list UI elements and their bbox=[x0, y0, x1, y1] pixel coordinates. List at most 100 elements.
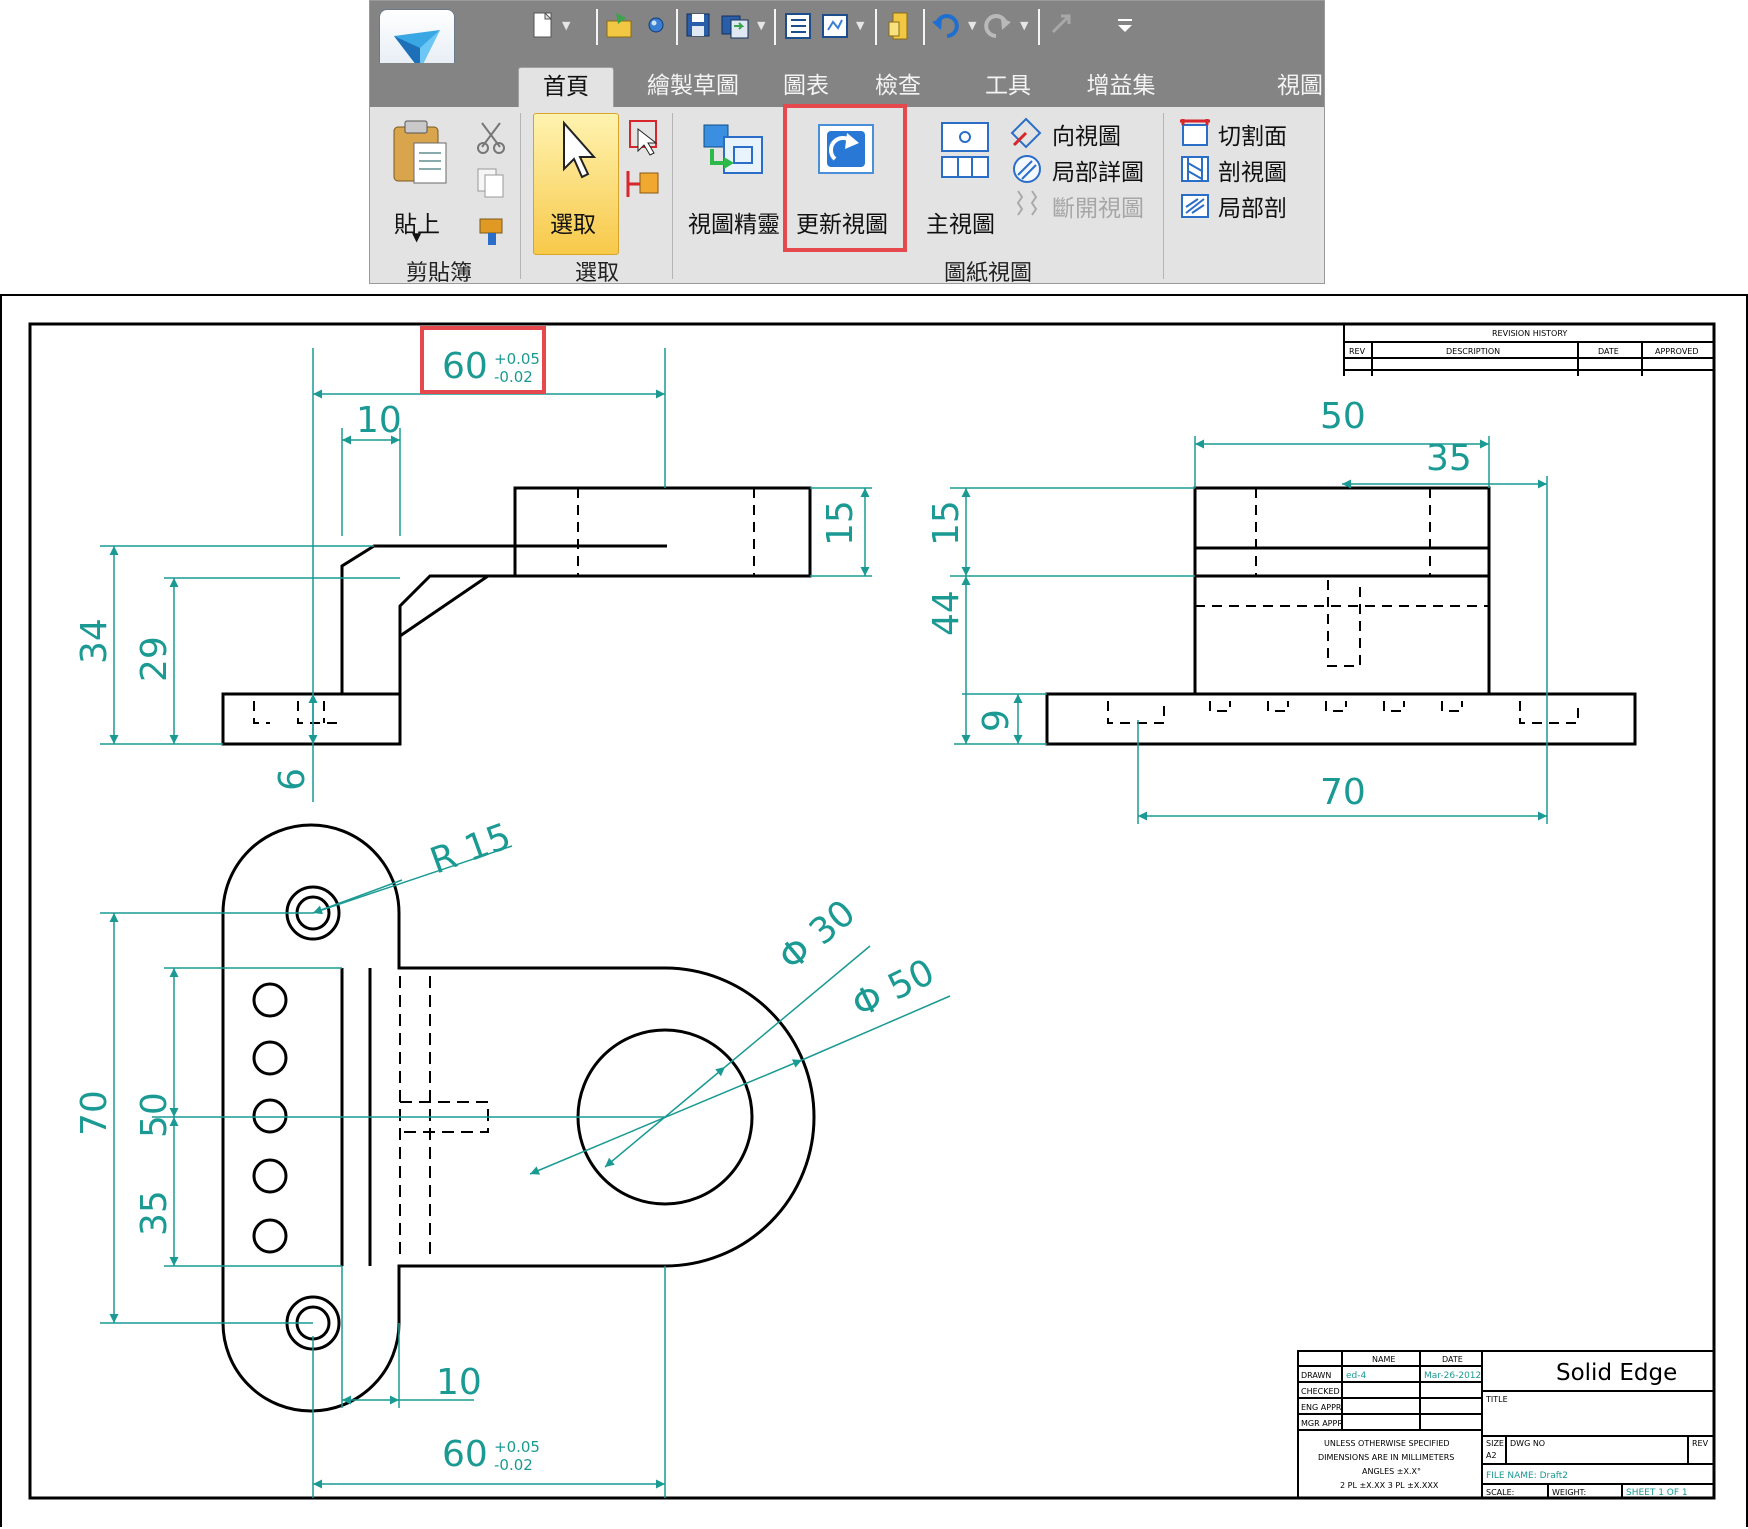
title-block-size-value: A2 bbox=[1486, 1451, 1497, 1460]
dim-top-dia-small: Φ 30 bbox=[771, 892, 863, 978]
ribbon-tabs bbox=[370, 63, 1324, 107]
repeat-icon[interactable] bbox=[1047, 10, 1077, 42]
select-tools-icon[interactable] bbox=[624, 117, 664, 157]
principal-view-icon[interactable] bbox=[938, 119, 992, 183]
drawing-sheet: 60 +0.05 -0.02 10 15 34 29 9 bbox=[0, 294, 1748, 1527]
new-dropdown-icon[interactable]: ▼ bbox=[562, 19, 571, 32]
qat-separator bbox=[923, 9, 925, 45]
tab-tools[interactable]: 工具 bbox=[985, 73, 1031, 99]
view-wizard-label[interactable]: 視圖精靈 bbox=[688, 212, 780, 238]
revision-col-rev: REV bbox=[1349, 347, 1366, 356]
title-block-name-col: NAME bbox=[1372, 1355, 1395, 1364]
dim-front-tol-lower: -0.02 bbox=[494, 368, 533, 386]
close-door-icon[interactable] bbox=[884, 10, 914, 42]
front-view-dimensions bbox=[100, 348, 872, 802]
format-painter-icon[interactable] bbox=[474, 213, 508, 249]
top-view-dimensions bbox=[100, 845, 951, 1498]
paste-dropdown-icon[interactable]: ▼ bbox=[412, 230, 422, 244]
tolerance-highlight bbox=[420, 326, 546, 394]
copy-icon[interactable] bbox=[474, 165, 508, 199]
dim-front-base-thk: 9 bbox=[269, 768, 310, 791]
tab-add-ins[interactable]: 增益集 bbox=[1086, 73, 1156, 99]
detail-view-label[interactable]: 局部詳圖 bbox=[1052, 160, 1144, 186]
cut-icon[interactable] bbox=[474, 119, 508, 155]
group-separator bbox=[520, 113, 521, 279]
title-block-title-label: TITLE bbox=[1485, 1395, 1508, 1404]
select-set-icon[interactable] bbox=[624, 167, 664, 203]
redo-icon[interactable] bbox=[982, 10, 1012, 42]
save-dropdown-icon[interactable]: ▼ bbox=[757, 19, 766, 32]
view-dropdown-icon[interactable]: ▼ bbox=[856, 19, 865, 32]
customize-qat-icon[interactable] bbox=[1110, 10, 1140, 42]
title-block-row-drawn: DRAWN bbox=[1301, 1371, 1331, 1380]
principal-view-label[interactable]: 主視圖 bbox=[926, 212, 995, 238]
clipboard-group-label: 剪貼簿 bbox=[406, 261, 473, 284]
dim-top-radius: R 15 bbox=[425, 816, 516, 883]
paste-icon[interactable] bbox=[388, 117, 454, 187]
new-file-icon[interactable] bbox=[527, 10, 557, 42]
group-separator bbox=[1163, 113, 1164, 279]
tab-sketching[interactable]: 繪製草圖 bbox=[647, 73, 739, 99]
title-block-row-eng-appr: ENG APPR bbox=[1301, 1403, 1342, 1412]
title-block-scale: SCALE: bbox=[1486, 1488, 1514, 1497]
select-button[interactable] bbox=[533, 113, 619, 255]
solid-edge-logo-icon bbox=[394, 30, 440, 70]
properties-icon[interactable] bbox=[783, 10, 813, 42]
title-block-sheet: SHEET 1 OF 1 bbox=[1626, 1488, 1688, 1498]
sheet-border bbox=[28, 322, 1716, 1500]
title-block-row-mgr-appr: MGR APPR bbox=[1301, 1419, 1343, 1428]
update-views-label[interactable]: 更新視圖 bbox=[796, 212, 888, 238]
drawing-canvas: 60 +0.05 -0.02 10 15 34 29 9 bbox=[28, 322, 1716, 1500]
broken-out-label[interactable]: 局部剖 bbox=[1218, 196, 1287, 222]
title-block-size-label: SIZE bbox=[1486, 1439, 1504, 1448]
qat-separator bbox=[676, 9, 678, 45]
broken-view-icon bbox=[1016, 190, 1038, 216]
title-block-file-name: FILE NAME: Draft2 bbox=[1486, 1471, 1568, 1481]
open-folder-icon[interactable] bbox=[604, 10, 634, 42]
cutting-plane-icon[interactable] bbox=[1178, 117, 1212, 149]
save-icon[interactable] bbox=[683, 10, 713, 42]
undo-dropdown-icon[interactable]: ▼ bbox=[968, 19, 977, 32]
title-block bbox=[1297, 1350, 1715, 1499]
dim-front-flange: 15 bbox=[820, 500, 861, 546]
find-icon[interactable] bbox=[640, 10, 670, 42]
select-button-label: 選取 bbox=[550, 212, 596, 238]
redo-dropdown-icon[interactable]: ▼ bbox=[1020, 19, 1029, 32]
auxiliary-view-label[interactable]: 向視圖 bbox=[1052, 124, 1121, 150]
title-block-drawn-date: Mar-26-2012 bbox=[1424, 1371, 1481, 1381]
dim-top-tol-lower: -0.02 bbox=[494, 1456, 533, 1474]
dim-front-wall: 10 bbox=[356, 400, 402, 441]
tab-home[interactable]: 首頁 bbox=[518, 67, 614, 107]
update-views-icon[interactable] bbox=[813, 119, 879, 181]
dim-front-height-total: 34 bbox=[74, 618, 115, 664]
view-wizard-icon[interactable] bbox=[700, 119, 766, 185]
title-block-drawn-name: ed-4 bbox=[1346, 1371, 1366, 1381]
title-block-brand: Solid Edge bbox=[1556, 1360, 1677, 1386]
paste-button-label[interactable]: 貼上 bbox=[394, 212, 440, 238]
ribbon: ▼ ▼ ▼ ▼ ▼ 首頁 繪製草圖 圖表 檢查 工具 增益集 視圖 貼上 ▼ 剪… bbox=[369, 0, 1325, 284]
cutting-plane-label[interactable]: 切割面 bbox=[1218, 124, 1287, 150]
broken-out-section-icon[interactable] bbox=[1178, 189, 1212, 221]
section-view-label[interactable]: 剖視圖 bbox=[1218, 160, 1287, 186]
dim-side-base-width: 70 bbox=[1320, 772, 1366, 813]
section-view-icon[interactable] bbox=[1178, 153, 1212, 185]
auxiliary-view-icon[interactable] bbox=[1010, 117, 1044, 149]
undo-icon[interactable] bbox=[931, 10, 961, 42]
dim-top-height-50: 50 bbox=[134, 1092, 175, 1138]
print-preview-icon[interactable] bbox=[820, 10, 850, 42]
detail-view-icon[interactable] bbox=[1010, 153, 1044, 185]
dim-top-dia-large: Φ 50 bbox=[846, 952, 941, 1026]
revision-col-approved: APPROVED bbox=[1655, 347, 1699, 356]
save-as-icon[interactable] bbox=[720, 10, 750, 42]
tab-diagramming[interactable]: 圖表 bbox=[783, 73, 829, 99]
title-block-dwg-label: DWG NO bbox=[1510, 1439, 1545, 1448]
title-block-note-4: 2 PL ±X.XX 3 PL ±X.XXX bbox=[1340, 1481, 1439, 1490]
tab-inspect[interactable]: 檢查 bbox=[875, 73, 921, 99]
group-separator bbox=[672, 113, 673, 279]
title-block-note-2: DIMENSIONS ARE IN MILLIMETERS bbox=[1318, 1453, 1454, 1462]
title-block-date-col: DATE bbox=[1442, 1355, 1463, 1364]
tab-view[interactable]: 視圖 bbox=[1277, 73, 1323, 99]
title-block-note-3: ANGLES ±X.X° bbox=[1362, 1467, 1421, 1476]
title-block-weight: WEIGHT: bbox=[1552, 1488, 1586, 1497]
dim-side-flange: 15 bbox=[926, 500, 967, 546]
